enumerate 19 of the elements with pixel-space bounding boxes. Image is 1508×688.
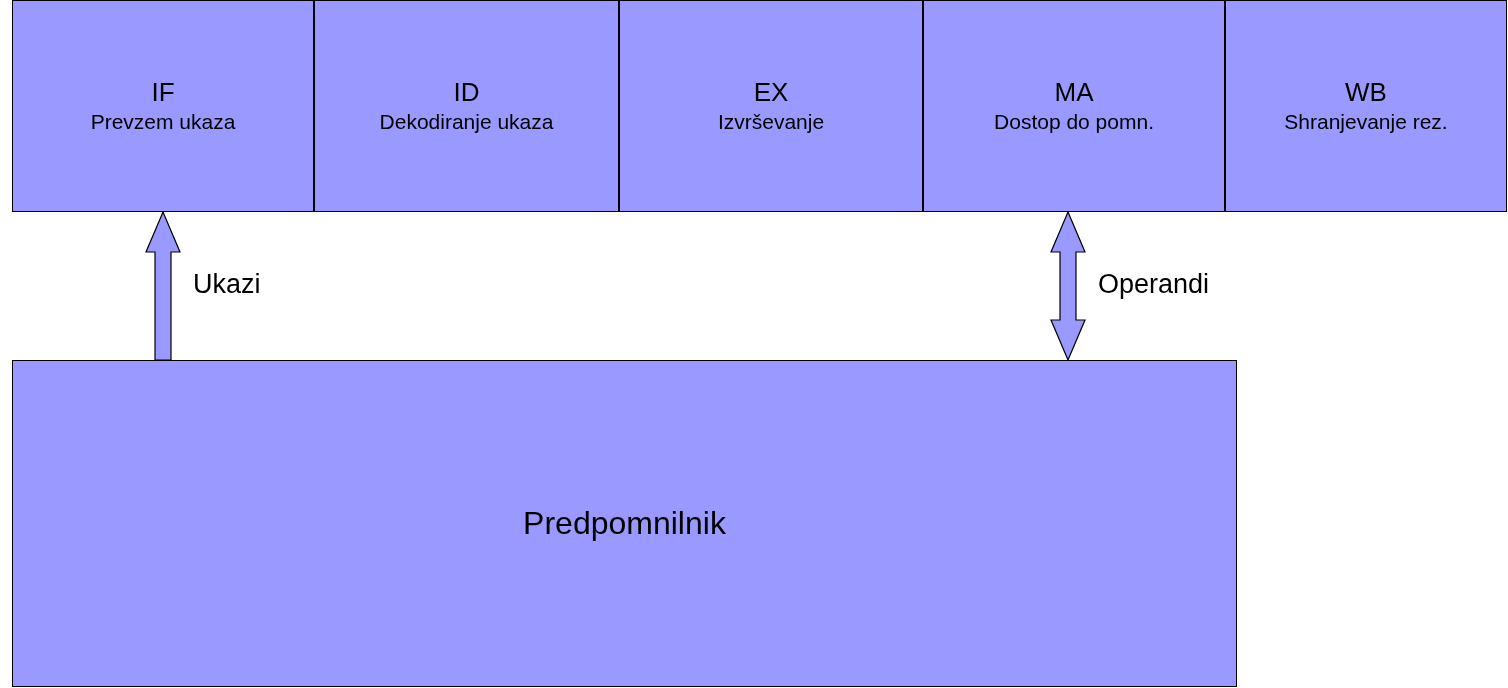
stage-description: Dekodiranje ukaza [379,109,554,135]
memory-box [12,360,1237,687]
stage-box [923,0,1225,212]
block-arrow [145,210,181,361]
stage-description: Shranjevanje rez. [1284,109,1448,135]
stage-description: Izvrševanje [717,109,825,135]
stage-abbreviation: WB [1345,76,1387,108]
stage-abbreviation: MA [1054,76,1094,108]
stage-description: Dostop do pomn. [994,109,1154,135]
stage-box [314,0,619,212]
stage-box [1225,0,1507,212]
block-arrow [1050,210,1086,362]
stage-abbreviation: ID [453,76,480,108]
stage-box [12,0,314,212]
stage-description: Prevzem ukaza [90,109,236,135]
node-label: Predpomnilnik [523,505,726,542]
stage-abbreviation: IF [151,76,175,108]
stage-box [619,0,923,212]
stage-abbreviation: EX [753,76,789,108]
